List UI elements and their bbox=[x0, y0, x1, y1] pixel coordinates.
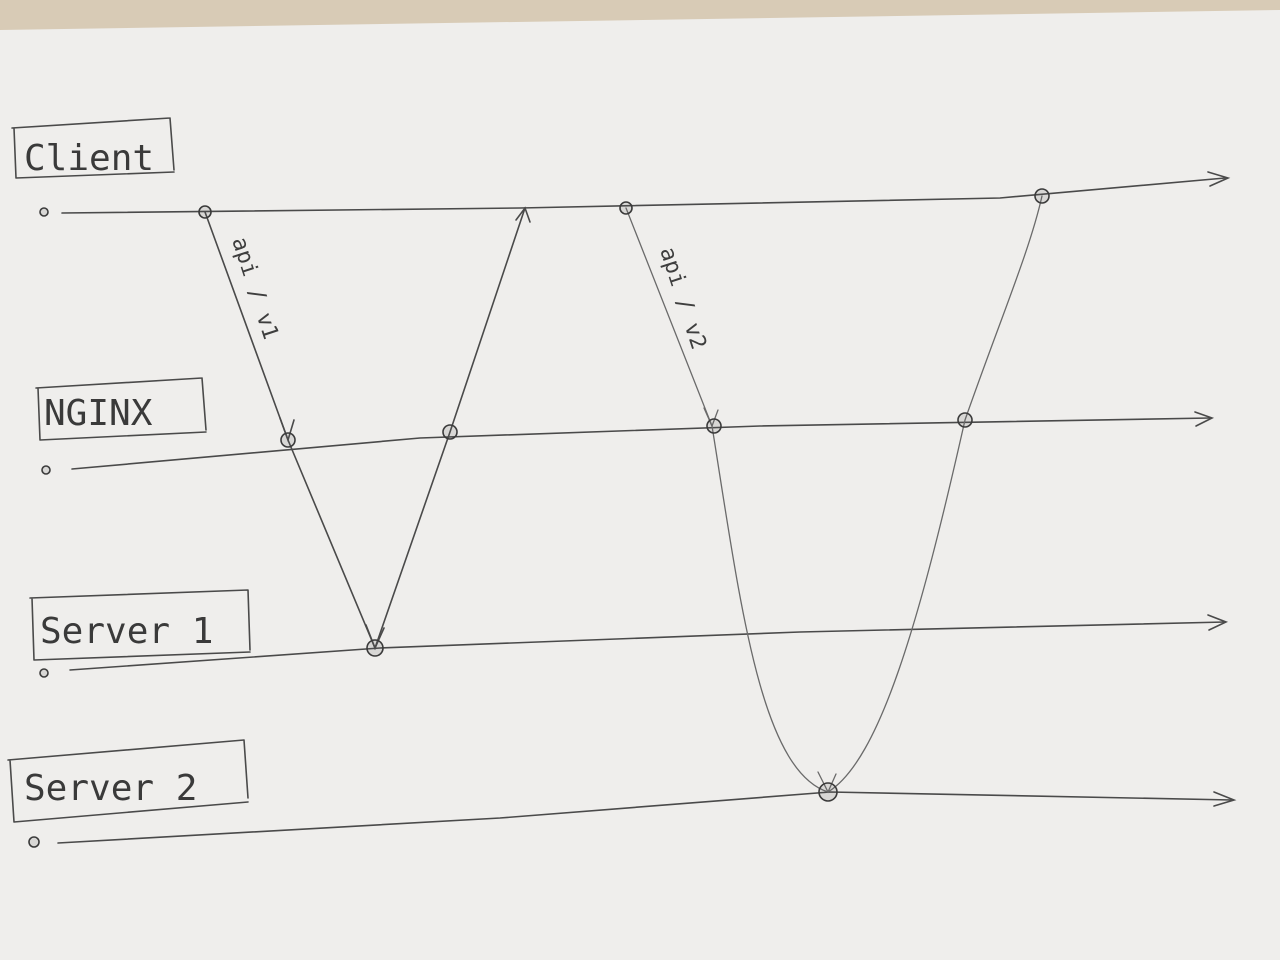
lane-label-server2: Server 2 bbox=[24, 768, 197, 809]
lane-nginx: NGINX bbox=[35, 377, 207, 441]
node-v1-client-send bbox=[198, 205, 212, 219]
timeline-server2 bbox=[28, 791, 1237, 848]
node-v1-server1 bbox=[366, 639, 384, 657]
lane-label-client: Client bbox=[24, 138, 154, 179]
lane-server2: Server 2 bbox=[7, 739, 249, 823]
node-v1-nginx-out bbox=[442, 424, 458, 440]
node-v2-nginx-out bbox=[957, 412, 973, 428]
lane-label-server1: Server 1 bbox=[40, 611, 213, 652]
lane-server1: Server 1 bbox=[29, 589, 251, 661]
lane-label-nginx: NGINX bbox=[44, 393, 153, 434]
node-v1-nginx-in bbox=[280, 432, 296, 448]
timeline-nginx bbox=[41, 411, 1215, 475]
node-v2-server2 bbox=[818, 782, 838, 802]
node-v2-client-send bbox=[619, 201, 633, 215]
paper-sheet bbox=[0, 10, 1280, 960]
timeline-server1 bbox=[39, 614, 1229, 678]
node-v2-nginx-in bbox=[706, 418, 722, 434]
node-v2-client-receive bbox=[1034, 188, 1050, 204]
timeline-client bbox=[39, 171, 1231, 217]
lane-client: Client bbox=[11, 117, 175, 179]
